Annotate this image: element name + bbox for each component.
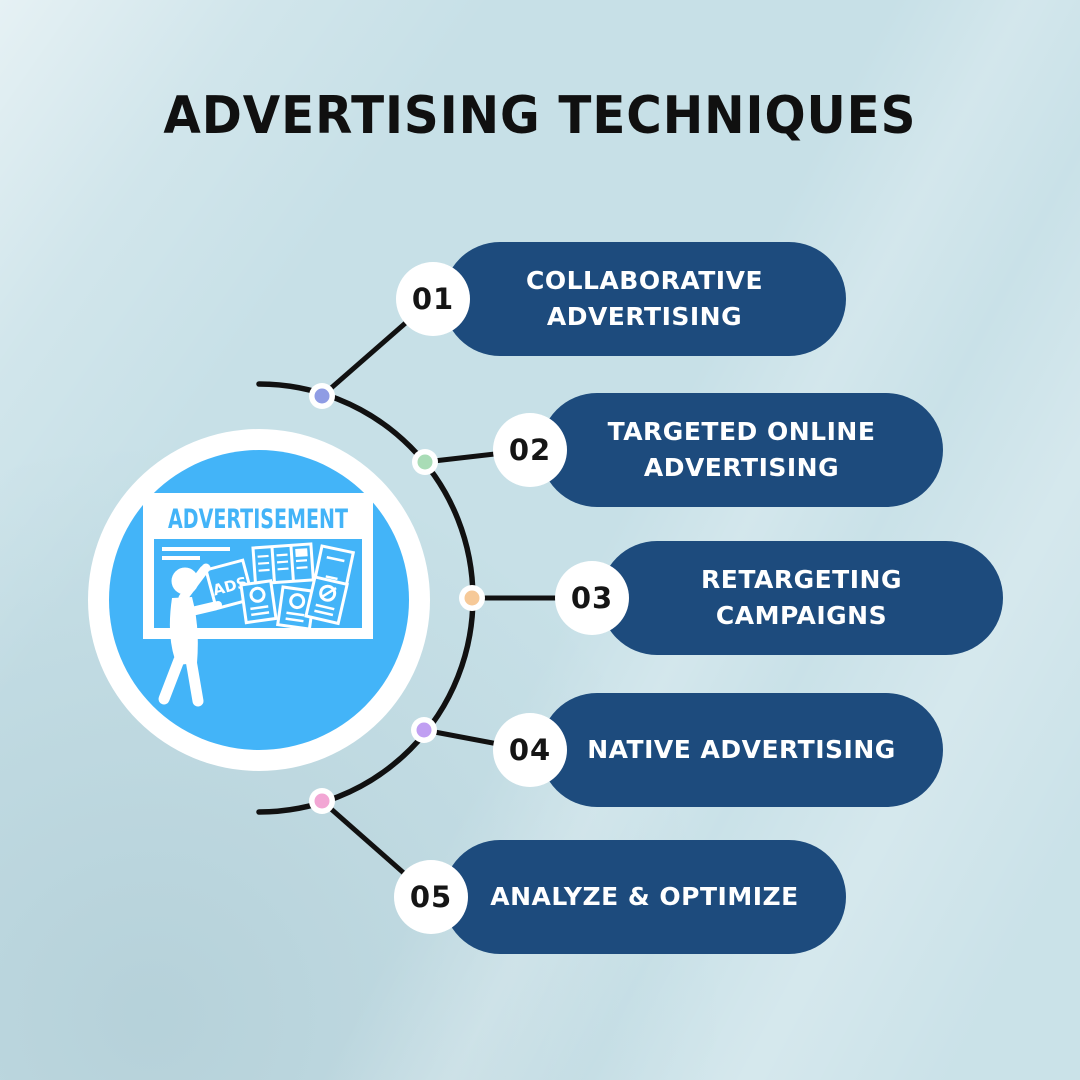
step-number-4: 04	[493, 713, 567, 787]
dot-04	[416, 722, 432, 738]
pinned-papers: ADS	[204, 542, 356, 631]
step-number-2-text: 02	[508, 433, 552, 467]
step-number-3: 03	[555, 561, 629, 635]
dot-05	[314, 793, 330, 809]
technique-label-5: ANALYZE & OPTIMIZE	[490, 881, 799, 911]
advertisement-board: ADVERTISEMENT	[143, 493, 373, 707]
presenter-figure	[158, 563, 222, 707]
technique-pill-4: NATIVE ADVERTISING	[540, 693, 943, 807]
step-number-3-text: 03	[570, 581, 614, 615]
step-number-1: 01	[396, 262, 470, 336]
step-number-4-text: 04	[508, 733, 552, 767]
technique-pill-2: TARGETED ONLINE ADVERTISING	[540, 393, 943, 507]
technique-pill-1: COLLABORATIVE ADVERTISING	[443, 242, 846, 356]
technique-label-1: COLLABORATIVE ADVERTISING	[525, 265, 764, 331]
technique-pill-3: RETARGETING CAMPAIGNS	[600, 541, 1003, 655]
board-title-text: ADVERTISEMENT	[168, 504, 348, 535]
circle-paper-left	[239, 579, 278, 625]
technique-pill-5: ANALYZE & OPTIMIZE	[443, 840, 846, 954]
page-title: ADVERTISING TECHNIQUES	[0, 86, 1080, 146]
slash-circle-paper	[304, 575, 349, 626]
step-number-5: 05	[394, 860, 468, 934]
technique-label-2: TARGETED ONLINE ADVERTISING	[607, 416, 876, 482]
step-number-2: 02	[493, 413, 567, 487]
technique-label-4: NATIVE ADVERTISING	[587, 734, 896, 764]
board-text-lines	[162, 547, 230, 560]
dot-03	[464, 590, 480, 606]
technique-label-3: RETARGETING CAMPAIGNS	[701, 564, 902, 630]
step-number-1-text: 01	[411, 282, 455, 316]
dot-02	[417, 454, 433, 470]
step-number-5-text: 05	[409, 880, 453, 914]
page-title-text: ADVERTISING TECHNIQUES	[163, 86, 917, 146]
dot-01	[314, 388, 330, 404]
arc-dots	[309, 383, 485, 814]
booklet-paper	[251, 542, 315, 586]
